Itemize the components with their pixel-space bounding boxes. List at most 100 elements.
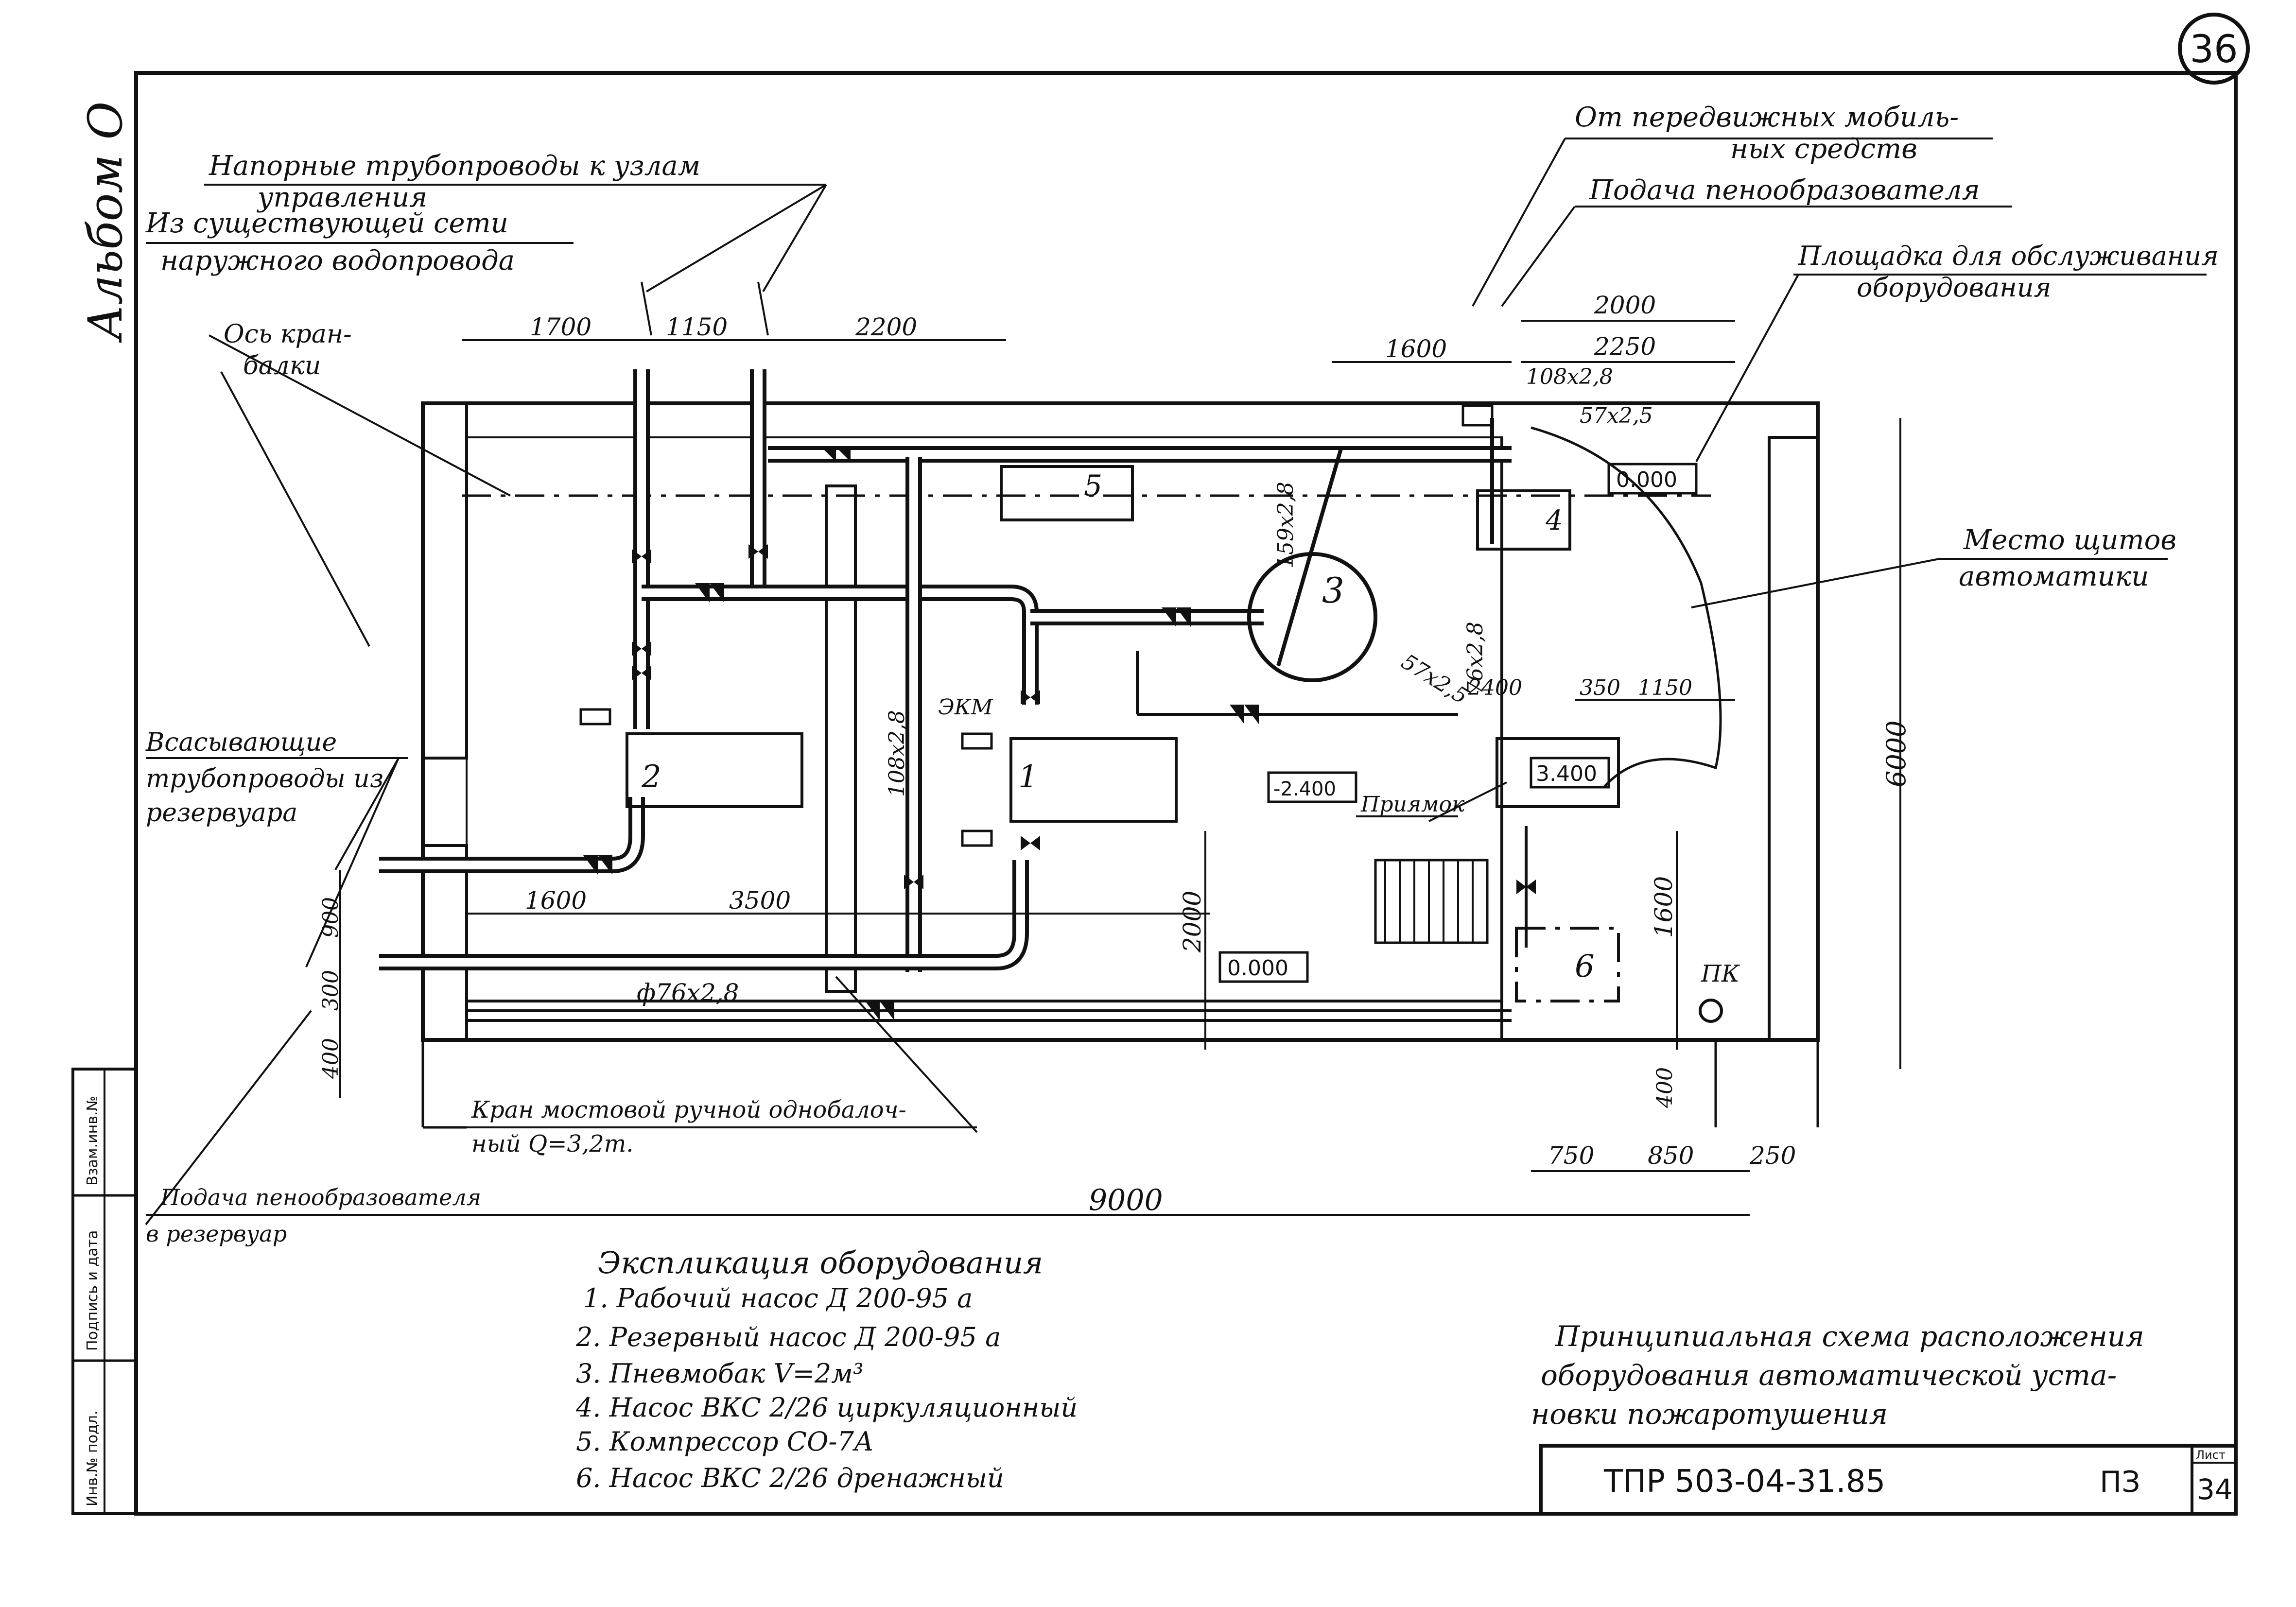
svg-text:Место щитов: Место щитов (1963, 524, 2176, 556)
list-number: 34 (2197, 1473, 2233, 1506)
pneumotank-3: 3 (1247, 446, 1377, 682)
legend-title: Экспликация оборудования (598, 1245, 1043, 1280)
svg-text:1700: 1700 (530, 313, 591, 341)
pump-2: 2 (579, 708, 803, 808)
svg-text:ПК: ПК (1701, 960, 1740, 987)
doc-stage: ПЗ (2100, 1465, 2140, 1499)
svg-text:управления: управления (256, 182, 427, 213)
svg-text:трубопроводы из: трубопроводы из (146, 764, 383, 794)
equipment-legend: Экспликация оборудования 1. Рабочий насо… (575, 1245, 1078, 1493)
level-top: 0.000 (1607, 463, 1698, 495)
svg-text:Кран мостовой ручной однобалоч: Кран мостовой ручной однобалоч- (471, 1096, 906, 1123)
callout-texts: Напорные трубопроводы к узлам управления… (145, 102, 2219, 1247)
svg-text:Из существующей сети: Из существующей сети (145, 207, 508, 239)
title-block: Принципиальная схема расположения оборуд… (1531, 1320, 2238, 1516)
svg-text:159x2,8: 159x2,8 (1273, 482, 1298, 569)
svg-text:ф76x2,8: ф76x2,8 (637, 979, 739, 1007)
svg-text:2250: 2250 (1594, 332, 1656, 361)
ekm-label: ЭКМ (938, 695, 993, 720)
pipe-network (379, 369, 1528, 1022)
svg-text:1600: 1600 (525, 886, 587, 915)
svg-text:в резервуар: в резервуар (146, 1221, 287, 1247)
valves (583, 447, 1536, 1020)
album-label: Альбом О (78, 102, 133, 343)
legend-item: 5. Компрессор СО-7А (576, 1426, 874, 1457)
svg-text:автоматики: автоматики (1959, 561, 2149, 592)
platform-area (1496, 426, 1722, 808)
svg-text:2200: 2200 (855, 313, 917, 341)
level-platform: 3.400 (1530, 757, 1610, 789)
svg-text:4: 4 (1545, 505, 1563, 536)
svg-text:400: 400 (1652, 1067, 1677, 1108)
svg-text:250: 250 (1749, 1141, 1796, 1170)
svg-text:Ось кран-: Ось кран- (224, 320, 352, 349)
svg-text:3: 3 (1322, 570, 1344, 611)
svg-text:0.000: 0.000 (1227, 956, 1288, 981)
svg-text:400: 400 (318, 1038, 343, 1079)
svg-text:350: 350 (1580, 675, 1620, 700)
svg-text:0.000: 0.000 (1616, 467, 1677, 492)
svg-text:57x2,5: 57x2,5 (1397, 649, 1472, 709)
svg-text:2000: 2000 (1178, 891, 1206, 953)
level-pit: -2.400 Приямок (1267, 771, 1465, 817)
fire-hydrant-pk: ПК (1699, 960, 1740, 1023)
svg-text:1600: 1600 (1650, 876, 1678, 938)
svg-text:900: 900 (318, 897, 343, 938)
svg-text:2000: 2000 (1594, 291, 1656, 319)
svg-text:5: 5 (1084, 469, 1102, 503)
pump-1: 1 ЭКМ (938, 695, 1178, 847)
inv-no-label: Инв.№ подл. (84, 1411, 101, 1506)
svg-text:1: 1 (1018, 759, 1038, 795)
svg-text:Всасывающие: Всасывающие (145, 728, 337, 757)
dimension-labels: 1700 1150 2200 1600 2000 2250 108x2,8 57… (318, 291, 1912, 1217)
svg-text:балки: балки (243, 351, 321, 380)
svg-text:От передвижных мобиль-: От передвижных мобиль- (1575, 102, 1959, 133)
legend-item: 2. Резервный насос Д 200-95 а (575, 1322, 1001, 1352)
svg-text:-2.400: -2.400 (1273, 778, 1336, 800)
svg-text:1150: 1150 (666, 313, 728, 341)
pressure-pipes-label: Напорные трубопроводы к узлам (209, 150, 700, 182)
svg-text:6000: 6000 (1881, 721, 1912, 787)
svg-text:850: 850 (1648, 1141, 1694, 1170)
svg-text:57x2,5: 57x2,5 (1580, 403, 1653, 428)
svg-text:750: 750 (1548, 1141, 1594, 1170)
svg-text:ных средств: ных средств (1730, 133, 1917, 165)
svg-text:1600: 1600 (1385, 335, 1447, 363)
svg-text:наружного водопровода: наружного водопровода (160, 245, 515, 276)
svg-text:2400: 2400 (1467, 675, 1522, 700)
svg-text:108x2,8: 108x2,8 (1526, 364, 1613, 389)
pit-label: Приямок (1360, 792, 1465, 817)
list-label: Лист (2196, 1448, 2226, 1462)
legend-item: 6. Насос ВКС 2/26 дренажный (576, 1463, 1004, 1493)
compressor-5: 5 (1000, 465, 1134, 521)
svg-text:6: 6 (1575, 949, 1595, 985)
drawing-title-line3: новки пожаротушения (1531, 1398, 1888, 1431)
replace-inv-label: Взам.инв.№ (84, 1096, 101, 1186)
legend-item: 1. Рабочий насос Д 200-95 а (583, 1283, 973, 1313)
leader-lines (145, 138, 1940, 1226)
side-stamp: Инв.№ подл. Подпись и дата Взам.инв.№ (71, 1068, 138, 1515)
svg-text:Подача пенообразователя: Подача пенообразователя (1589, 174, 1980, 206)
svg-text:резервуара: резервуара (146, 798, 297, 828)
pump-6: 6 (1515, 927, 1620, 1002)
outer-frame (134, 71, 2238, 1516)
legend-item: 3. Пневмобак V=2м³ (576, 1358, 864, 1389)
crane-rail (825, 484, 857, 993)
svg-text:3500: 3500 (729, 886, 791, 915)
level-floor: 0.000 (1218, 951, 1309, 983)
doc-code: ТПР 503-04-31.85 (1603, 1464, 1885, 1500)
svg-text:9000: 9000 (1089, 1183, 1163, 1217)
legend-item: 4. Насос ВКС 2/26 циркуляционный (575, 1392, 1078, 1423)
sheet-number-circle: 36 (2178, 13, 2250, 85)
svg-text:300: 300 (318, 970, 343, 1011)
sign-date-label: Подпись и дата (84, 1230, 101, 1351)
dimension-lines (339, 320, 1901, 1216)
svg-text:3.400: 3.400 (1536, 761, 1597, 786)
svg-text:1150: 1150 (1638, 675, 1692, 700)
svg-text:Площадка для обслуживания: Площадка для обслуживания (1798, 241, 2219, 271)
pump-4: 4 (1461, 404, 1571, 551)
svg-text:2: 2 (641, 759, 661, 795)
svg-text:оборудования: оборудования (1857, 272, 2051, 303)
svg-text:Подача пенообразователя: Подача пенообразователя (160, 1184, 481, 1210)
